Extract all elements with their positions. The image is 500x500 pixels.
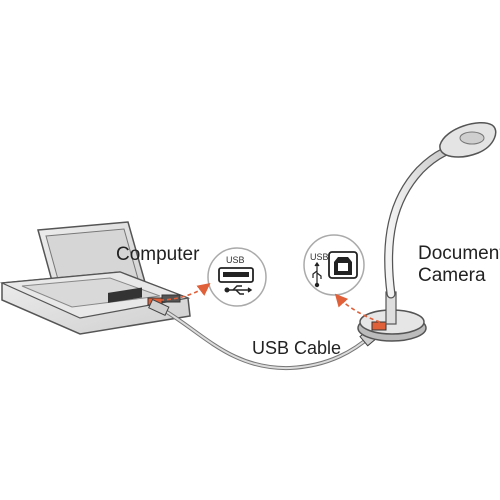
document-camera-label-line2: Camera [418, 265, 486, 286]
document-camera-label: Document Camera [418, 243, 500, 287]
usb-b-text: USB [310, 252, 329, 262]
usb-a-text: USB [226, 255, 245, 265]
usb-a-callout: USB [207, 247, 267, 307]
laptop-side-vents [108, 287, 142, 303]
usb-trident-icon [224, 285, 253, 295]
camera-usb-port [371, 321, 387, 331]
usb-cable-label: USB Cable [252, 338, 342, 358]
laptop-illustration [0, 221, 191, 335]
usb-a-port-icon [218, 267, 254, 283]
computer-label: Computer [116, 244, 200, 265]
usb-trident-icon [312, 261, 322, 288]
document-camera-illustration [357, 121, 497, 342]
document-camera-label-line1: Document [418, 243, 500, 264]
usb-b-port-icon [328, 251, 358, 279]
usb-b-callout: USB [303, 234, 365, 296]
